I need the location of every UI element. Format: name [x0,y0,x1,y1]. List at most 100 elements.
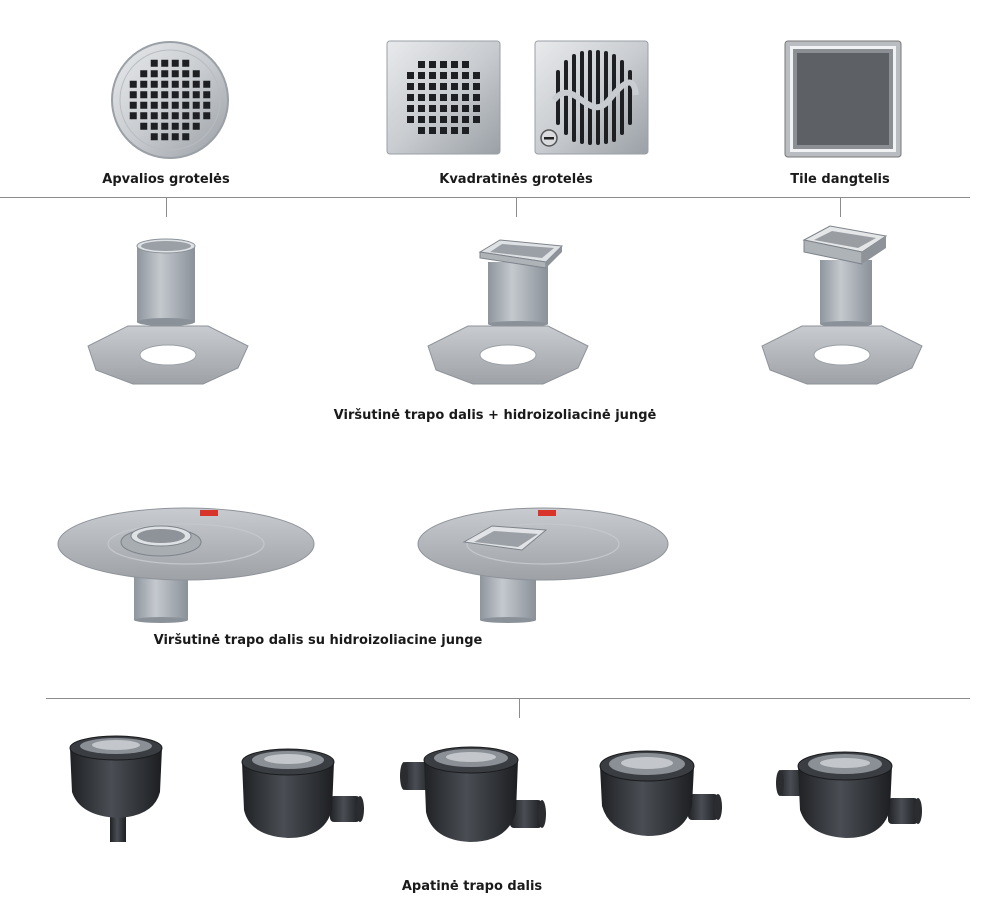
top-divider [0,197,970,198]
connector-round [166,197,167,217]
grate-hole [473,105,480,112]
round-grates-label: Apvalios grotelės [102,172,230,187]
grate-hole [473,94,480,101]
grate-hole [161,80,169,88]
grate-hole [451,72,458,79]
upper-plus-membrane-label: Viršutinė trapo dalis + hidroizoliacinė … [333,408,657,423]
grate-hole [140,70,148,78]
grate-hole [451,127,458,134]
grate-hole [171,133,179,141]
grate-hole [440,61,447,68]
grate-hole [150,112,158,120]
trap-body-side-1-icon [241,748,364,838]
grate-hole [451,83,458,90]
grate-hole [407,105,414,112]
grate-hole [140,112,148,120]
grate-hole [462,94,469,101]
trap-body-side-3-icon [599,750,722,836]
grate-hole [203,80,211,88]
grate-hole [429,61,436,68]
grate-hole [182,80,190,88]
grate-hole [451,94,458,101]
round-membrane-icon [87,325,249,385]
grate-hole [473,72,480,79]
grate-hole [429,94,436,101]
grate-hole [171,70,179,78]
grate-hole [182,122,190,130]
grate-hole [150,101,158,109]
grate-hole [182,59,190,67]
grate-hole [440,94,447,101]
grate-hole [161,59,169,67]
grate-hole [192,80,200,88]
grate-hole [462,105,469,112]
grate-hole [150,80,158,88]
grate-hole [440,127,447,134]
grate-hole [171,112,179,120]
grate-hole [451,105,458,112]
grate-hole [429,105,436,112]
grate-hole [462,83,469,90]
grate-hole [129,101,137,109]
grate-hole [171,80,179,88]
tile-cover-label: Tile dangtelis [790,172,890,187]
grate-hole [150,122,158,130]
grate-hole [192,91,200,99]
grate-hole [462,116,469,123]
grate-hole [140,101,148,109]
grate-hole [140,122,148,130]
grate-hole [418,72,425,79]
grate-hole [171,122,179,130]
grate-hole [462,72,469,79]
grate-hole [440,83,447,90]
trap-body-side-2-icon [400,746,546,842]
grate-hole [129,80,137,88]
grate-hole [451,61,458,68]
grate-hole [418,127,425,134]
grate-hole [473,116,480,123]
connector-tile [840,197,841,217]
grate-hole [150,59,158,67]
square-membrane-icon [427,325,589,385]
flanged-round-upper-icon [57,507,315,623]
trap-body-vertical-icon [69,735,163,842]
grate-hole [429,72,436,79]
grate-hole [171,91,179,99]
grate-hole [462,61,469,68]
grate-hole [203,112,211,120]
round-upper-part-icon [136,238,196,326]
grate-hole [140,80,148,88]
grate-hole [473,83,480,90]
grate-hole [192,112,200,120]
grate-hole [418,83,425,90]
grate-hole [462,127,469,134]
grate-hole [161,91,169,99]
grate-hole [407,83,414,90]
grate-hole [161,70,169,78]
grate-hole [182,133,190,141]
grate-hole [418,61,425,68]
grate-hole [182,101,190,109]
grate-hole [203,101,211,109]
grate-hole [451,116,458,123]
grate-hole [418,94,425,101]
grate-hole [182,70,190,78]
tile-cover-icon [784,40,902,158]
upper-with-membrane-label: Viršutinė trapo dalis su hidroizoliacine… [153,633,483,648]
grate-hole [150,91,158,99]
grate-hole [407,94,414,101]
grate-hole [418,116,425,123]
grate-hole [161,133,169,141]
tile-upper-part-icon [802,225,888,327]
grate-hole [171,101,179,109]
tile-membrane-icon [761,325,923,385]
grate-hole [182,112,190,120]
grate-hole [407,72,414,79]
grate-hole [429,116,436,123]
grate-hole [192,122,200,130]
grate-hole [161,112,169,120]
grate-hole [192,70,200,78]
connector-square [516,197,517,217]
wave-grate-icon [534,40,649,155]
grate-hole [192,101,200,109]
